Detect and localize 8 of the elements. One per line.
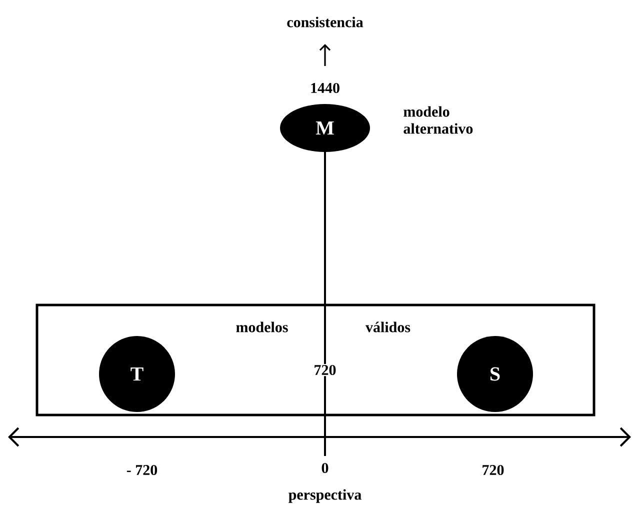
axis-value: - 720 (125, 464, 159, 476)
axis-label: perspectiva (287, 488, 363, 504)
axis-value: 0 (320, 462, 330, 474)
axis-value: 720 (480, 464, 506, 476)
node-caption: modelo alternativo (404, 106, 473, 134)
axis-value: 720 (312, 364, 338, 376)
axis-label: consistencia (286, 16, 364, 28)
axis-value: 1440 (309, 82, 341, 94)
